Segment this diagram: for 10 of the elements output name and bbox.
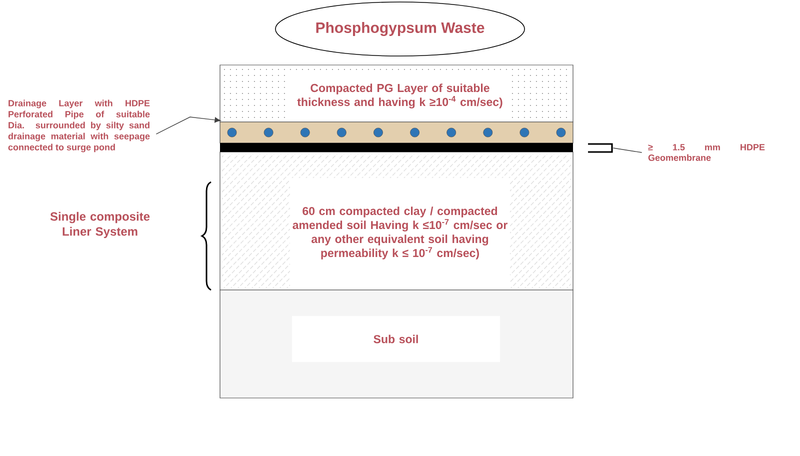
geomembrane-symbol: [588, 143, 613, 153]
callout-text: Drainage Layer with HDPE Perforated Pipe of suitable Dia. surrounded by silty sand drainage material with seepage connected to surge pond: [8, 100, 150, 152]
liner-label: Single composite Liner System: [50, 212, 150, 238]
drainage-layer: [220, 122, 574, 144]
soil-layer: Sub soil: [220, 290, 574, 398]
leader-line: [156, 116, 221, 134]
soil-layer: Compacted PG Layer of suitable thickness and having k ≥10$^{-4}$ cm/sec): [220, 64, 574, 122]
soil-layer: 60 cm compacted clay / compacted amended soil Having k ≤10$^{-7}$ cm/sec or any other equivalent soil having permeability k ≤ 10$^{-7}$ cm/sec): [220, 152, 574, 290]
leader-line: [612, 148, 642, 153]
callout-text: ≥ 1.5 mm HDPE Geomembrane: [648, 144, 765, 161]
